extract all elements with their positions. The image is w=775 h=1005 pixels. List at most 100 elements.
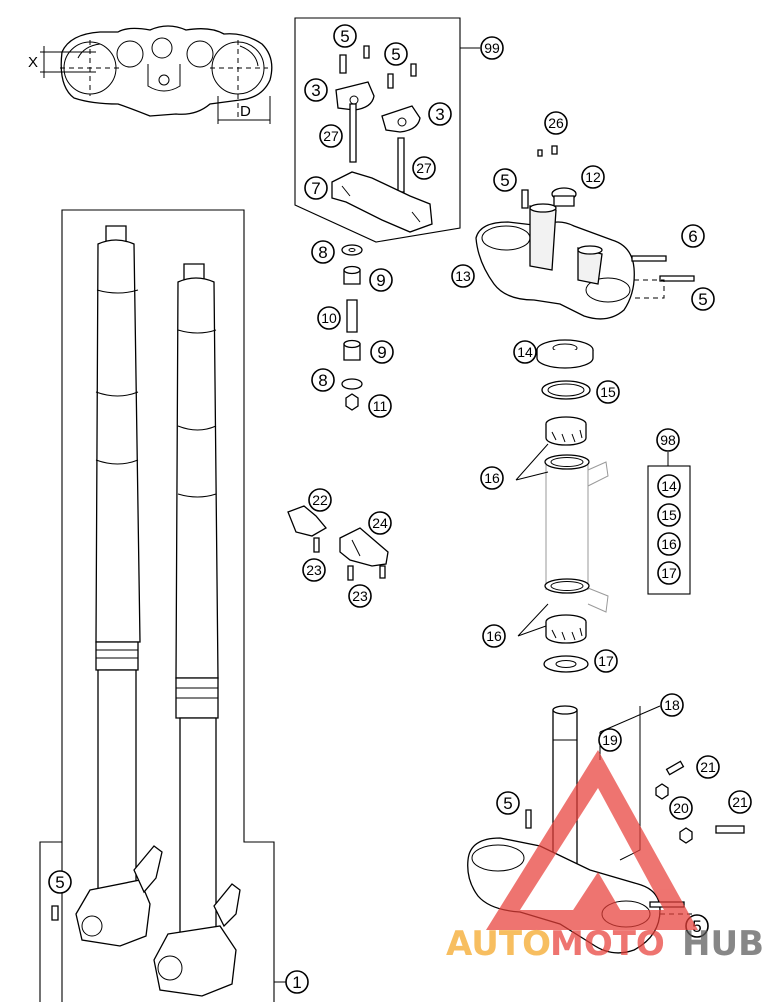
fork-guards (287, 505, 389, 581)
svg-text:5: 5 (503, 794, 512, 813)
svg-text:5: 5 (692, 917, 701, 936)
callout-7: 7 (304, 176, 328, 200)
callout-13: 13 (451, 264, 475, 288)
callout-16b: 16 (482, 624, 506, 648)
callout-17: 17 (594, 649, 618, 673)
kit-99-group (294, 17, 480, 243)
svg-text:5: 5 (340, 27, 349, 46)
callout-11: 11 (368, 394, 392, 418)
dimension-x-label: X (28, 54, 38, 71)
svg-text:14: 14 (661, 478, 677, 494)
watermark-hub: HUB (682, 924, 764, 964)
callout-21a: 21 (696, 755, 720, 779)
callout-19: 19 (598, 728, 622, 752)
svg-text:15: 15 (600, 384, 616, 400)
callout-10: 10 (317, 306, 341, 330)
svg-text:17: 17 (661, 565, 677, 581)
bearings-seals (515, 339, 609, 673)
svg-text:6: 6 (688, 227, 697, 246)
callout-27b: 27 (412, 156, 436, 180)
callout-6: 6 (681, 224, 705, 248)
svg-text:16: 16 (484, 470, 500, 486)
callout-8b: 8 (311, 368, 335, 392)
kit-98-item-4: 17 (657, 561, 681, 585)
svg-text:11: 11 (373, 398, 388, 414)
callout-14: 14 (513, 340, 537, 364)
callout-27a: 27 (319, 124, 343, 148)
svg-text:13: 13 (455, 268, 471, 284)
kit-98-item-2: 15 (657, 503, 681, 527)
callout-18: 18 (660, 693, 684, 717)
svg-text:98: 98 (660, 432, 676, 448)
callout-98: 98 (656, 428, 680, 452)
kit-98-item-1: 14 (657, 474, 681, 498)
callout-22: 22 (308, 488, 332, 512)
callout-5g: 5 (48, 870, 72, 894)
callout-23a: 23 (302, 558, 326, 582)
svg-text:26: 26 (548, 115, 564, 131)
bushing-stack (341, 244, 363, 411)
svg-text:5: 5 (55, 873, 64, 892)
watermark-logo: AUTO MOTO HUB (446, 750, 764, 964)
svg-text:14: 14 (517, 344, 533, 360)
watermark-auto: AUTO (446, 924, 551, 964)
callout-23b: 23 (348, 584, 372, 608)
svg-text:21: 21 (700, 759, 716, 775)
dimension-d-label: D (240, 103, 251, 120)
callout-5c: 5 (493, 168, 517, 192)
top-triple-clamp (475, 145, 695, 320)
callout-99: 99 (480, 36, 504, 60)
kit-98-group (647, 452, 691, 595)
svg-text:9: 9 (376, 271, 385, 290)
callout-9a: 9 (369, 268, 393, 292)
callout-3b: 3 (428, 102, 452, 126)
svg-text:17: 17 (598, 653, 614, 669)
svg-text:7: 7 (311, 179, 320, 198)
svg-text:16: 16 (486, 628, 502, 644)
kit-98-item-3: 16 (657, 532, 681, 556)
callout-8a: 8 (311, 240, 335, 264)
callout-24: 24 (368, 511, 392, 535)
svg-text:12: 12 (585, 169, 601, 185)
fork-assembly (39, 209, 286, 1002)
svg-text:8: 8 (318, 243, 327, 262)
svg-text:22: 22 (312, 492, 328, 508)
svg-text:24: 24 (372, 515, 388, 531)
svg-text:19: 19 (602, 732, 618, 748)
callout-1: 1 (285, 970, 309, 994)
svg-text:5: 5 (698, 290, 707, 309)
callout-26: 26 (544, 111, 568, 135)
svg-text:15: 15 (661, 507, 677, 523)
svg-text:5: 5 (391, 45, 400, 64)
svg-text:16: 16 (661, 536, 677, 552)
svg-text:3: 3 (435, 105, 444, 124)
callout-5a: 5 (333, 24, 357, 48)
svg-text:8: 8 (318, 371, 327, 390)
svg-text:1: 1 (292, 973, 301, 992)
callout-15: 15 (596, 380, 620, 404)
svg-text:9: 9 (377, 343, 386, 362)
svg-text:18: 18 (664, 697, 680, 713)
callout-5b: 5 (384, 42, 408, 66)
svg-text:10: 10 (321, 310, 337, 326)
svg-text:23: 23 (306, 562, 322, 578)
callout-3a: 3 (304, 78, 328, 102)
svg-text:3: 3 (311, 81, 320, 100)
callout-16a: 16 (480, 466, 504, 490)
callout-9b: 9 (370, 340, 394, 364)
svg-text:20: 20 (673, 800, 689, 816)
svg-text:21: 21 (732, 794, 748, 810)
watermark-moto: MOTO (550, 924, 665, 964)
callout-20: 20 (669, 796, 693, 820)
svg-text:27: 27 (416, 160, 432, 176)
callout-21b: 21 (728, 790, 752, 814)
callout-5d: 5 (691, 287, 715, 311)
svg-text:27: 27 (323, 128, 339, 144)
dimension-sketch: X D (28, 25, 273, 124)
callout-12: 12 (581, 165, 605, 189)
svg-text:23: 23 (352, 588, 368, 604)
callout-5e: 5 (496, 791, 520, 815)
svg-text:99: 99 (484, 40, 500, 56)
svg-text:5: 5 (500, 171, 509, 190)
